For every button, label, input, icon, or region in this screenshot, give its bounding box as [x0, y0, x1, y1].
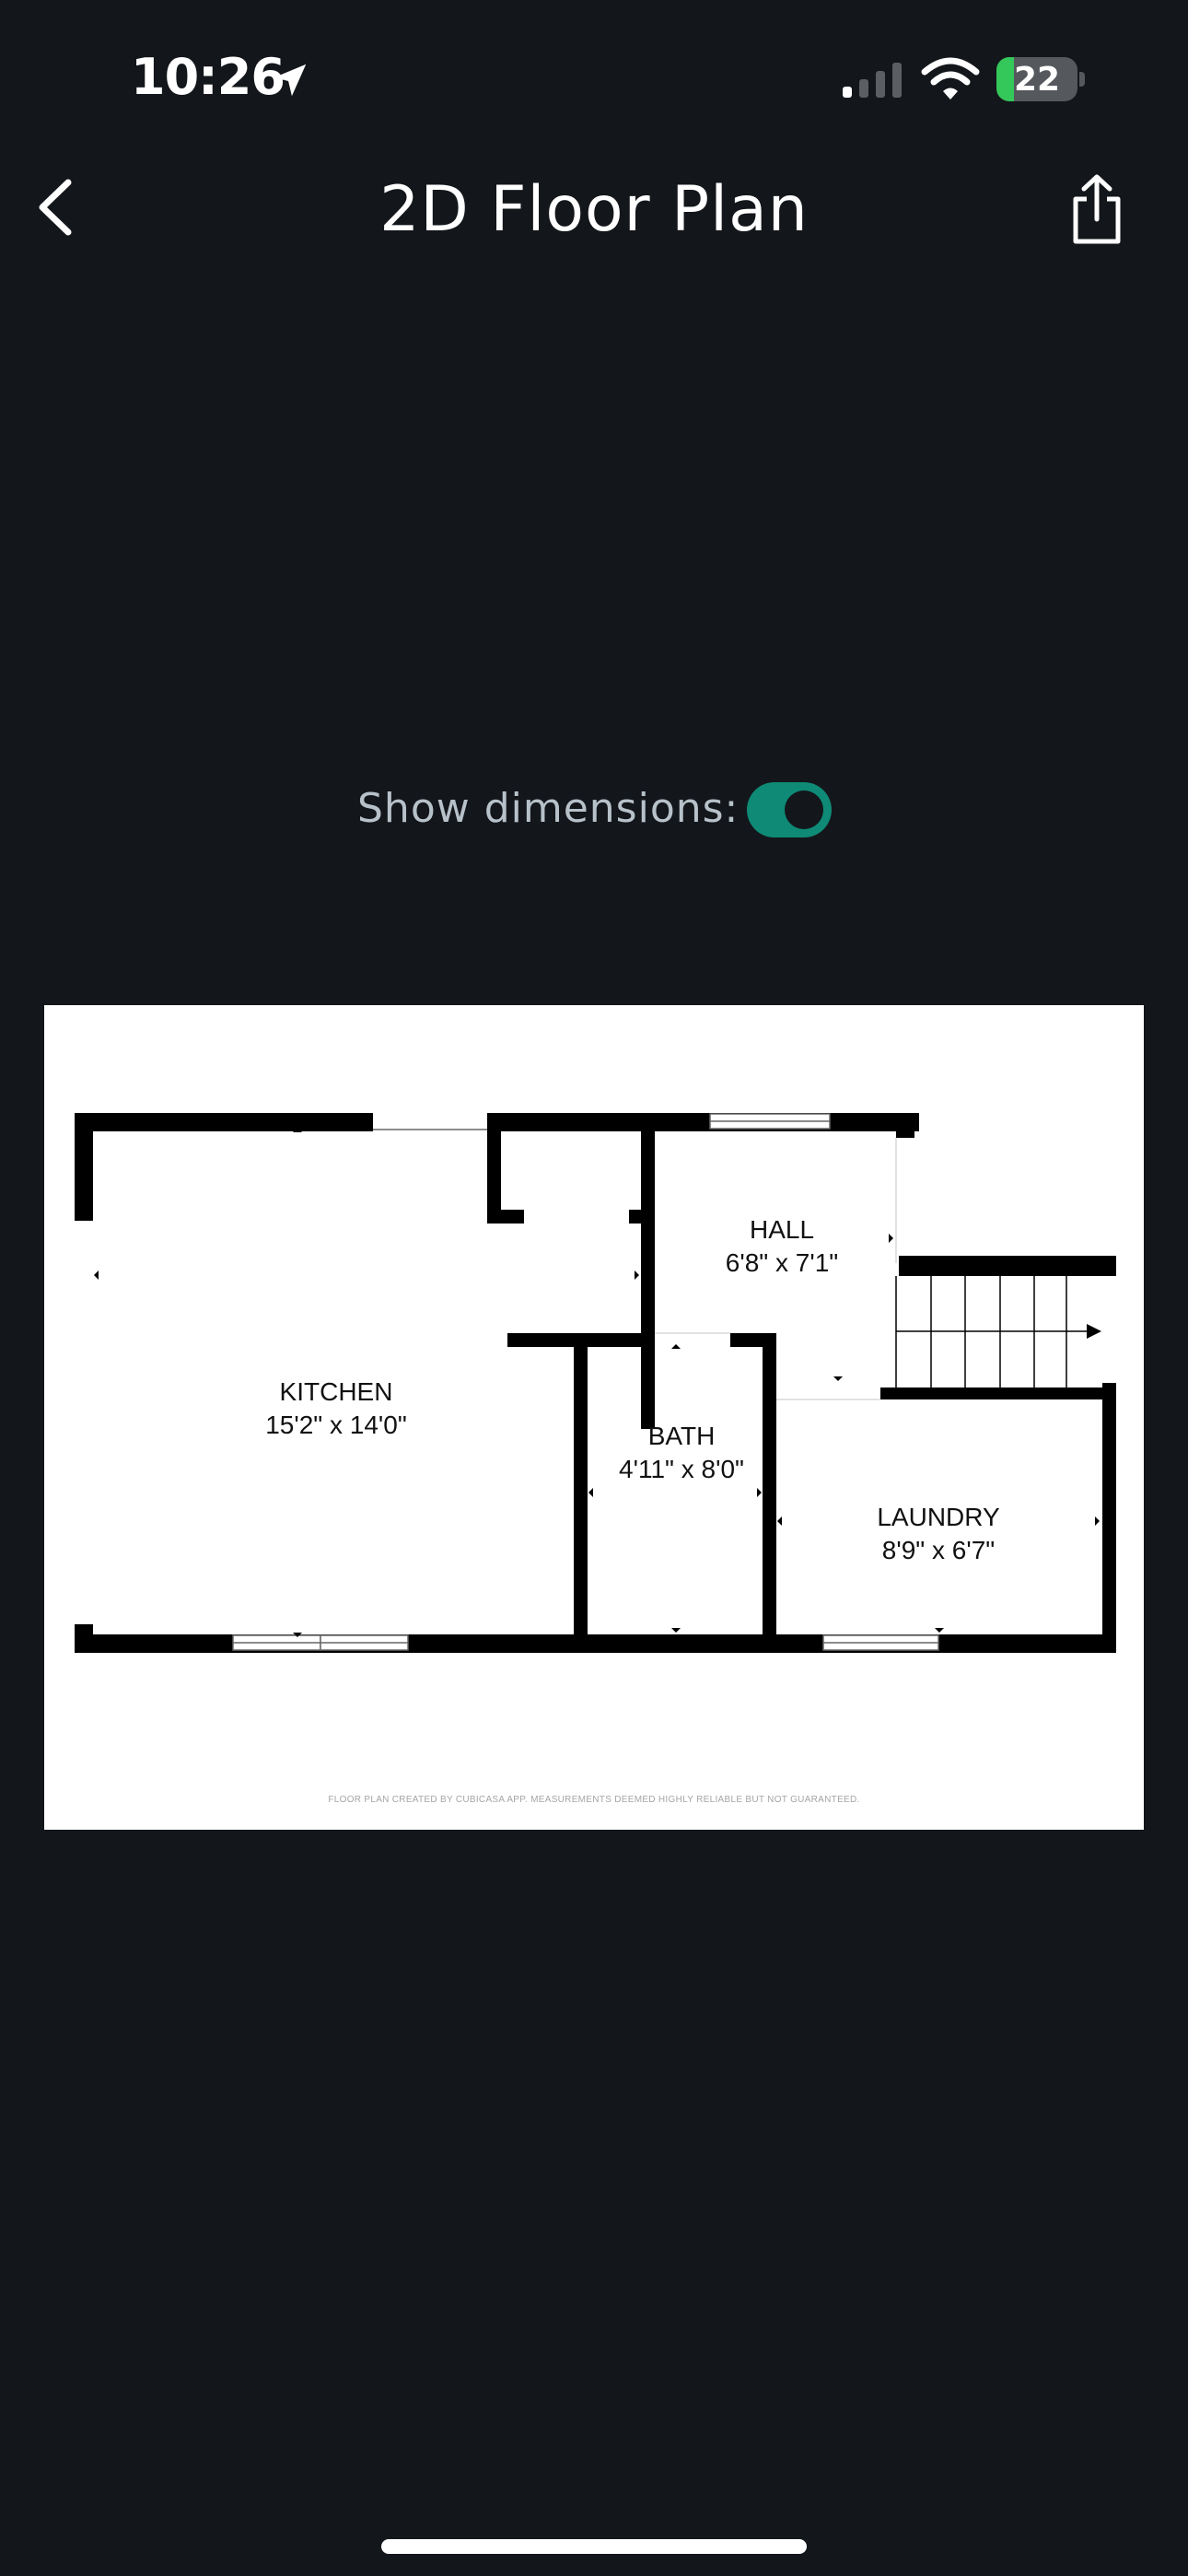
room-dimensions: 4'11" x 8'0" [619, 1455, 744, 1483]
room-dimensions: 6'8" x 7'1" [725, 1248, 839, 1277]
room-hall: HALL 6'8" x 7'1" [726, 1213, 838, 1280]
show-dimensions-toggle[interactable] [747, 782, 832, 837]
room-bath: BATH 4'11" x 8'0" [619, 1420, 744, 1486]
toggle-knob [785, 790, 823, 829]
floor-plan-disclaimer: FLOOR PLAN CREATED BY CUBICASA APP. MEAS… [328, 1795, 860, 1805]
room-kitchen: KITCHEN 15'2" x 14'0" [265, 1376, 407, 1442]
home-indicator[interactable] [381, 2539, 807, 2554]
location-arrow-icon [274, 64, 307, 97]
show-dimensions-label: Show dimensions: [357, 785, 740, 832]
room-name: BATH [647, 1422, 716, 1450]
wifi-icon [921, 57, 980, 100]
battery-indicator: 22 [996, 57, 1077, 101]
room-name: LAUNDRY [877, 1503, 1000, 1531]
room-dimensions: 8'9" x 6'7" [881, 1536, 996, 1564]
page-title: 2D Floor Plan [379, 173, 809, 246]
room-name: KITCHEN [279, 1377, 393, 1406]
floor-plan-drawing [75, 1113, 1116, 1653]
floor-plan: KITCHEN 15'2" x 14'0" HALL 6'8" x 7'1" B… [44, 1005, 1144, 1830]
room-laundry: LAUNDRY 8'9" x 6'7" [877, 1501, 999, 1567]
back-button[interactable] [28, 175, 83, 240]
status-time: 10:26 [131, 48, 285, 106]
cellular-signal-icon [843, 63, 902, 98]
battery-level [996, 57, 1015, 101]
share-button[interactable] [1066, 173, 1127, 247]
battery-percent: 22 [1013, 61, 1061, 99]
room-dimensions: 15'2" x 14'0" [265, 1411, 407, 1439]
room-name: HALL [749, 1215, 815, 1244]
battery-cap [1079, 72, 1085, 87]
